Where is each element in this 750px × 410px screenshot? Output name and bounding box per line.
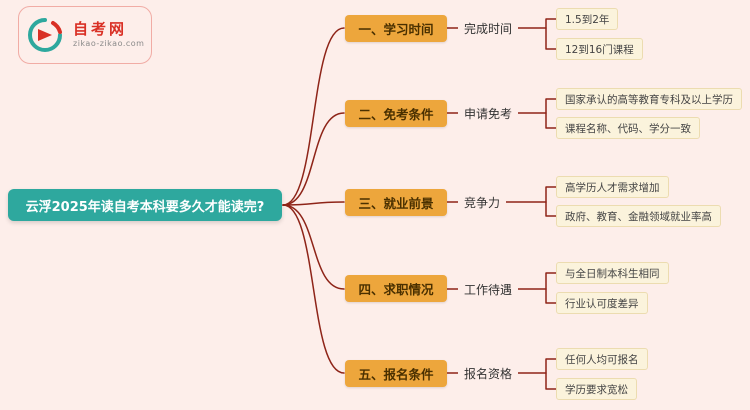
- branch-2-title: 二、免考条件: [345, 100, 447, 127]
- branch-5-title: 五、报名条件: [345, 360, 447, 387]
- branch-1-title: 一、学习时间: [345, 15, 447, 42]
- logo-title: 自考网: [73, 19, 128, 38]
- branch-5-sub: 报名资格: [458, 363, 519, 383]
- branch-3-title: 三、就业前景: [345, 189, 447, 216]
- curve-branch-4: [282, 204, 345, 290]
- branch-2-leaf-1: 国家承认的高等教育专科及以上学历: [556, 88, 742, 110]
- logo-domain: zikao-zikao.com: [73, 39, 145, 49]
- branch-5-leaf-1: 任何人均可报名: [556, 348, 648, 370]
- branch-4-leaf-1: 与全日制本科生相同: [556, 262, 669, 284]
- branch-1-leaf-2: 12到16门课程: [556, 38, 643, 60]
- curve-branch-1: [282, 27, 345, 206]
- branch-4-title: 四、求职情况: [345, 275, 447, 302]
- branch-4-leaf-2: 行业认可度差异: [556, 292, 648, 314]
- branch-3-leaf-1: 高学历人才需求增加: [556, 176, 669, 198]
- site-logo: 自考网 zikao-zikao.com: [18, 6, 152, 64]
- branch-2-leaf-2: 课程名称、代码、学分一致: [556, 117, 700, 139]
- curve-branch-3: [282, 201, 345, 206]
- branch-5-leaf-2: 学历要求宽松: [556, 378, 637, 400]
- zikao-logo-icon: [28, 18, 62, 52]
- branch-3-leaf-2: 政府、教育、金融领域就业率高: [556, 205, 721, 227]
- branch-3-sub: 竞争力: [458, 192, 507, 212]
- curve-branch-2: [282, 112, 345, 206]
- branch-2-sub: 申请免考: [458, 103, 519, 123]
- logo-text: 自考网 zikao-zikao.com: [73, 21, 144, 49]
- branch-4-sub: 工作待遇: [458, 279, 519, 299]
- branch-1-sub: 完成时间: [458, 18, 519, 38]
- branch-1-leaf-1: 1.5到2年: [556, 8, 619, 30]
- curve-branch-5: [282, 204, 345, 374]
- main-topic-node: 云浮2025年读自考本科要多久才能读完?: [8, 189, 282, 221]
